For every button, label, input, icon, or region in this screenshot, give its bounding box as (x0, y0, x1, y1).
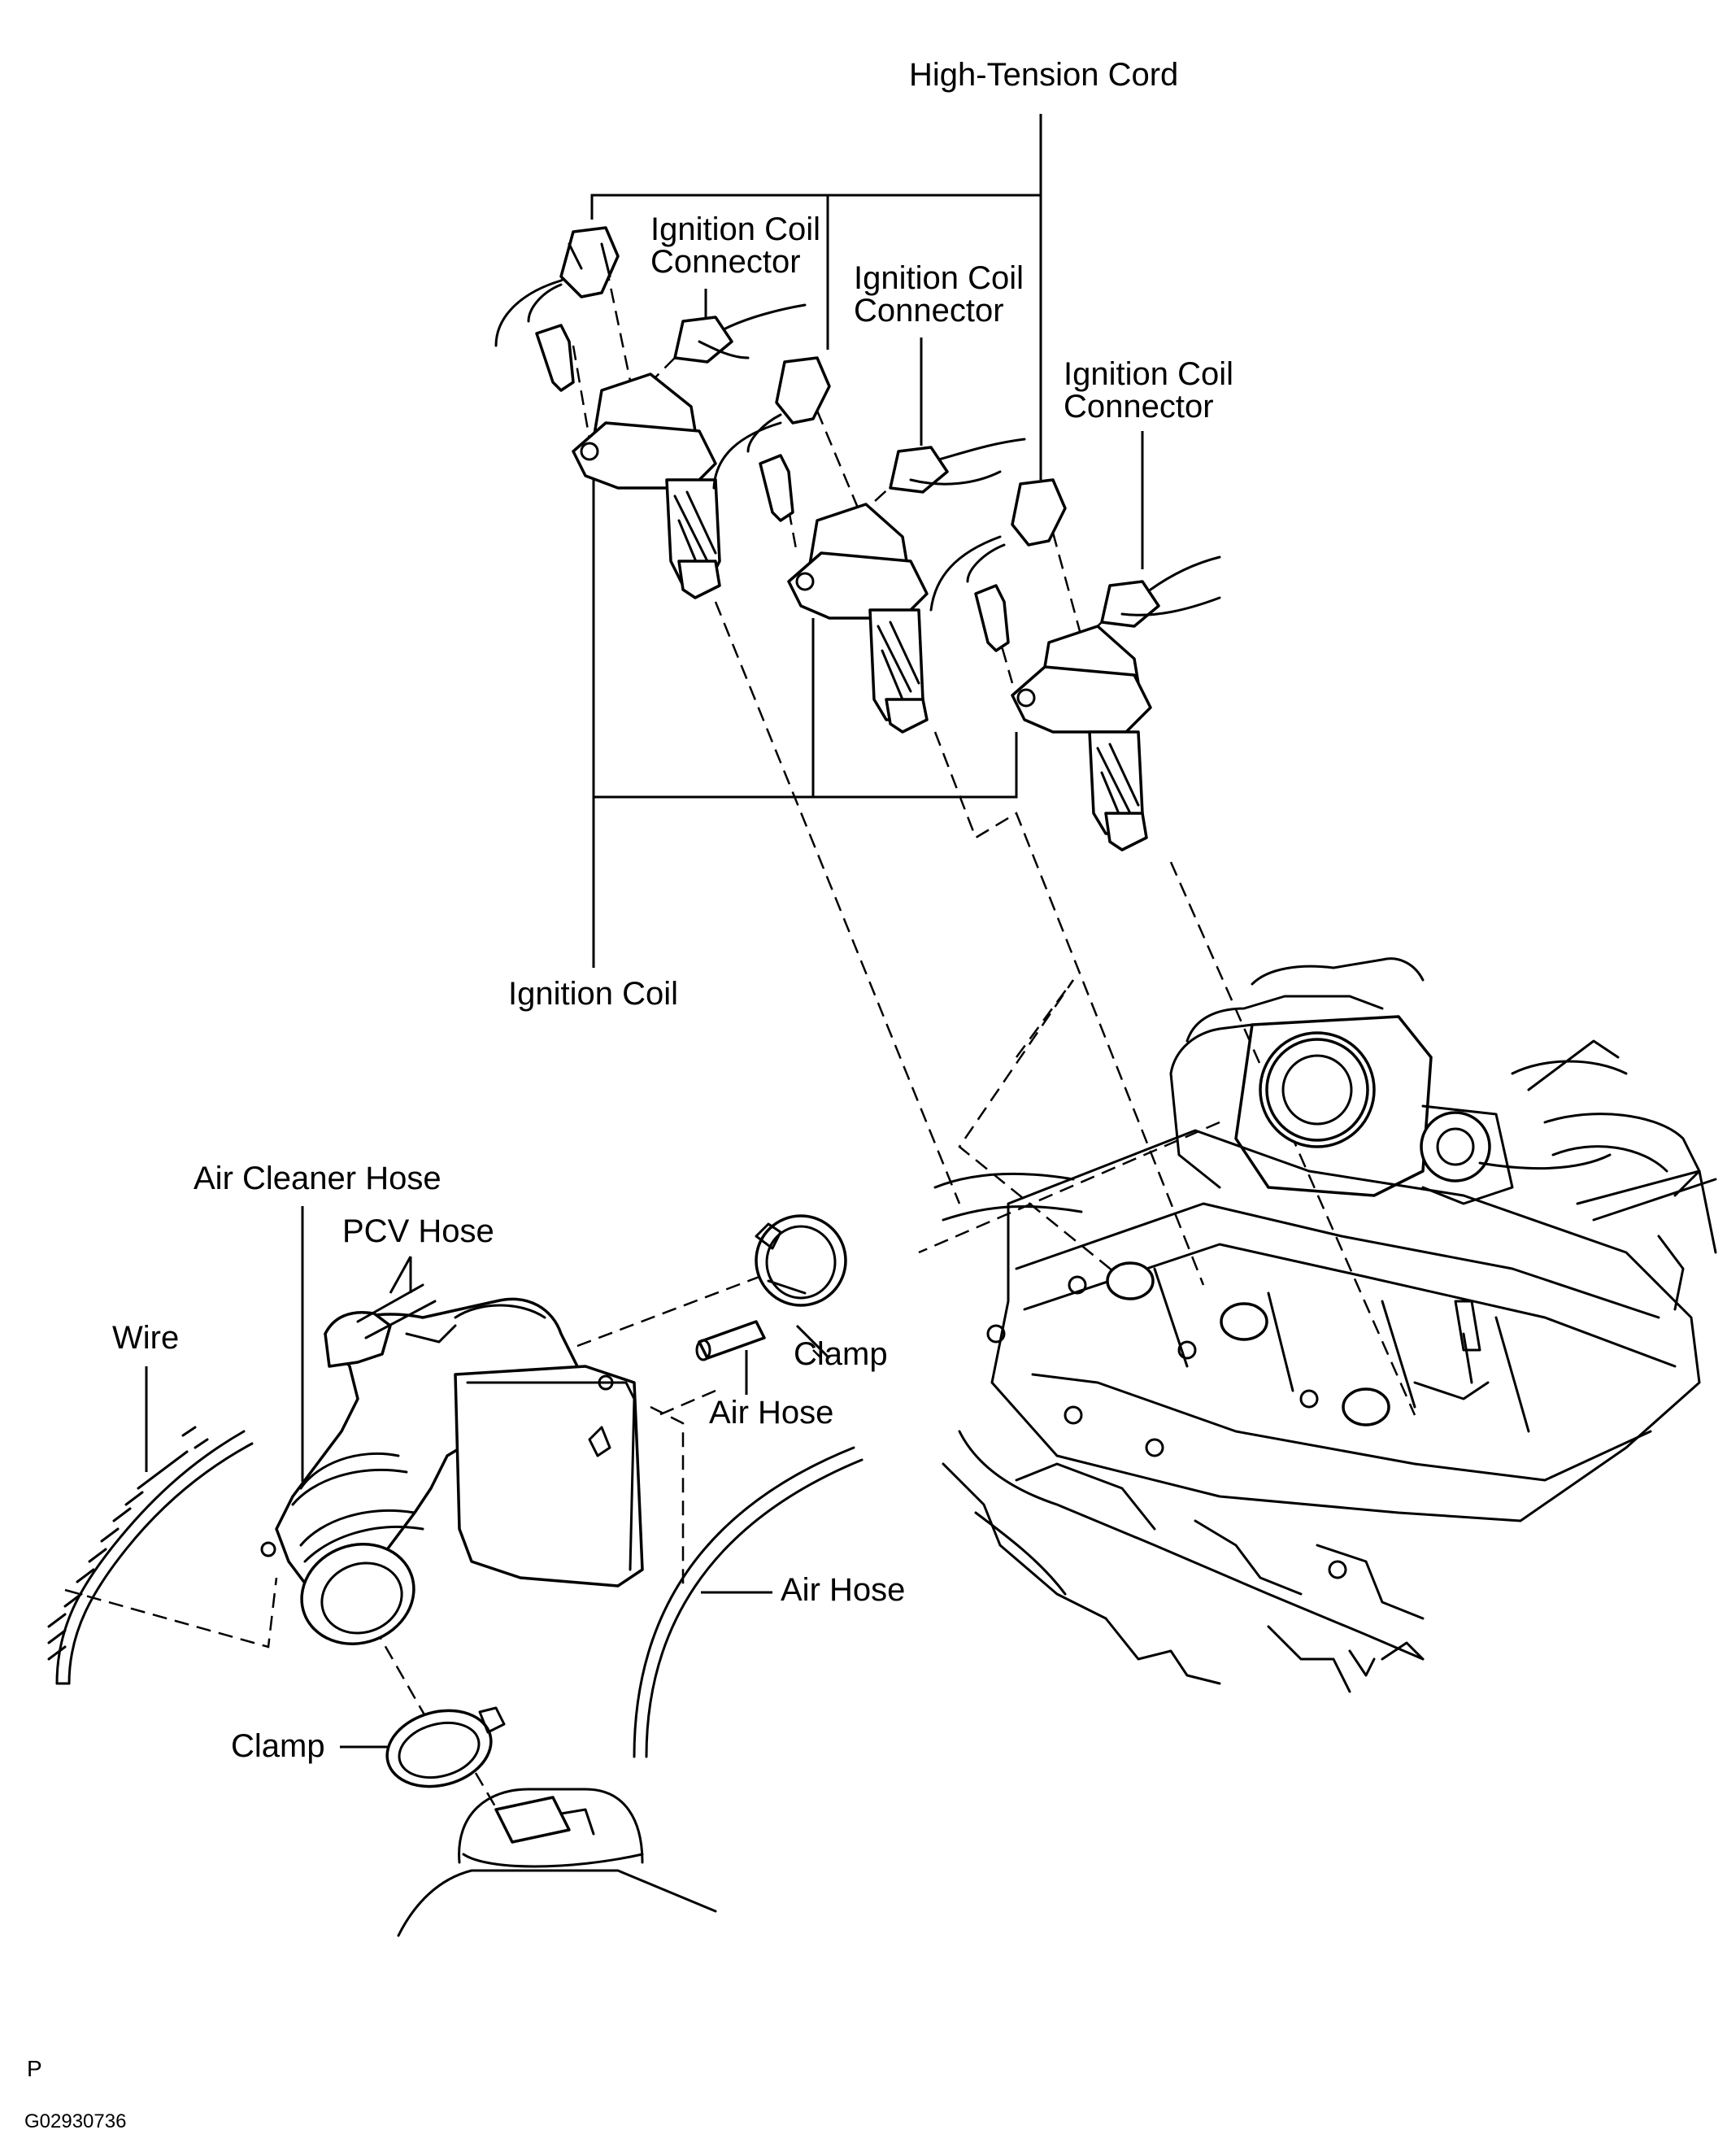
assembly-dashed-lines (64, 243, 1416, 1823)
ignition-coil-3 (929, 478, 1221, 852)
label-air-hose-short: Air Hose (709, 1395, 833, 1431)
ignition-coil-2 (712, 356, 1026, 734)
wire-harness (47, 1426, 254, 1685)
label-clamp-upper: Clamp (794, 1336, 888, 1372)
figure-footer: P G02930736 (24, 2056, 126, 2132)
label-wire: Wire (112, 1320, 179, 1356)
label-ignition-coil-connector-3-line2: Connector (1064, 389, 1214, 425)
air-flow-meter-housing (397, 1788, 717, 1937)
label-air-cleaner-hose: Air Cleaner Hose (194, 1161, 442, 1196)
label-ignition-coil-connector-1-line2: Connector (650, 244, 801, 280)
air-hose-long (633, 1446, 864, 1758)
callout-labels: High-Tension Cord Ignition Coil Connecto… (112, 57, 1233, 1764)
label-ignition-coil-connector-1: Ignition Coil (650, 211, 820, 247)
label-ignition-coil-connector-2: Ignition Coil (854, 260, 1024, 296)
label-ignition-coil-connector-2-line2: Connector (854, 293, 1004, 329)
label-air-hose-long: Air Hose (781, 1572, 905, 1608)
label-high-tension-cord: High-Tension Cord (909, 57, 1178, 93)
air-cleaner-hose (260, 1283, 644, 1646)
clamp-lower (385, 1706, 506, 1788)
clamp-upper (755, 1214, 847, 1307)
engine-assembly (933, 957, 1717, 1693)
label-ignition-coil: Ignition Coil (508, 976, 678, 1012)
footer-letter: P (27, 2056, 42, 2081)
ignition-coil-1 (494, 226, 807, 599)
figure-code: G02930736 (24, 2110, 126, 2132)
leader-lines (145, 114, 1144, 1749)
label-pcv-hose: PCV Hose (342, 1213, 494, 1249)
label-ignition-coil-connector-3: Ignition Coil (1064, 356, 1233, 392)
air-hose-short (695, 1320, 766, 1361)
label-clamp-lower: Clamp (231, 1728, 325, 1764)
